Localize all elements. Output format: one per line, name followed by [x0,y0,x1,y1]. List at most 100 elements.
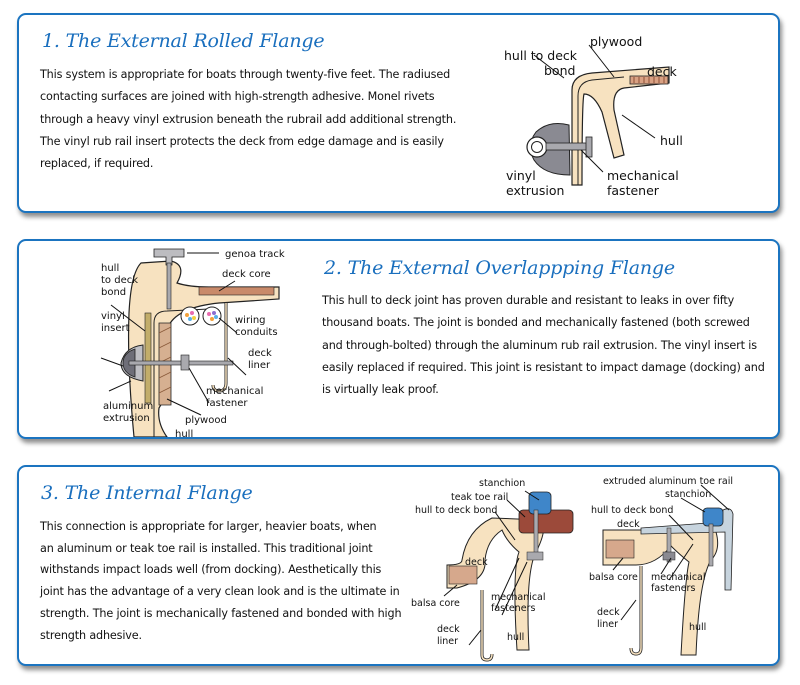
label-hull: hull [507,632,524,643]
label-bond: bond [544,63,575,78]
label-vinyl: vinyl [506,168,536,183]
fastener-nut [526,551,544,561]
genoa-track [153,248,185,266]
body-line: contacting surfaces are joined with high… [40,90,435,104]
body-line: thousand boats. The joint is bonded and … [322,316,750,330]
section-title: 2. The External Overlappping Flange [324,257,675,279]
label-fastener: fastener [206,398,248,409]
body-line: This system is appropriate for boats thr… [40,68,451,81]
label-hull: hull [101,263,119,274]
label-deck: deck [248,348,272,359]
rivet-head [585,136,593,158]
label-liner: liner [437,636,458,647]
label-plywood: plywood [590,34,642,49]
rolled-flange-diagram: plywood hull to deck bond deck hull viny… [504,34,683,198]
label-mechanical: mechanical [651,572,706,583]
body-line: strength. The joint is mechanically fast… [40,606,402,620]
section-body: This hull to deck joint has proven durab… [322,290,765,401]
label-fastener: fastener [607,183,660,198]
label-stanchion: stanchion [479,478,525,489]
fastener-bolt [533,509,539,559]
laminate-shape [571,66,670,186]
label-liner: liner [597,619,618,630]
body-line: an aluminum or teak toe rail is installe… [40,541,373,555]
label-mechanical: mechanical [206,386,263,397]
body-line: This connection is appropriate for large… [40,520,377,533]
balsa-core [448,565,478,585]
label-deck-liner-1: deck [597,607,620,618]
hull-inner-line [577,76,625,185]
plywood-hatch [633,77,665,83]
body-line: easily replaced if required. This joint … [322,360,765,374]
vinyl-insert-inner [531,141,543,153]
label-hull-to-deck: hull to deck [504,48,578,63]
fastener-nut [662,551,676,561]
wires [185,311,218,321]
genoa-bolt [166,262,172,310]
laminate-shape [602,529,719,656]
label-extrusion: extrusion [103,413,150,424]
label-vinyl: vinyl [101,311,125,322]
label-liner: liner [248,360,271,371]
section-body: This connection is appropriate for large… [40,516,402,646]
body-line: is virtually leak proof. [322,383,439,397]
deck-core [198,286,275,296]
vinyl-insert [526,136,548,158]
body-line: strength adhesive. [40,628,142,642]
bond-strip [144,312,152,404]
deck-liner-fill [630,566,642,655]
label-stanchion: stanchion [665,489,711,500]
label-hull-to-deck-bond: hull to deck bond [591,505,673,516]
label-deck-liner-1: deck [437,624,460,635]
label-mechanical: mechanical [491,592,546,603]
label-teak-toe-rail: teak toe rail [451,492,508,503]
label-hull: hull [660,133,683,148]
balsa-core [605,539,635,559]
body-line: through a heavy vinyl extrusion beneath … [40,112,457,126]
label-conduits: conduits [235,327,278,338]
label-plywood: plywood [185,415,227,426]
bolt-nut [180,354,190,371]
body-line: This hull to deck joint has proven durab… [322,294,735,307]
label-hull: hull [689,622,706,633]
label-aluminum: aluminum [103,401,153,412]
deck-liner-fill [212,303,227,392]
section-title: 1. The External Rolled Flange [42,30,325,52]
rivet [545,142,591,151]
body-line: The vinyl rub rail insert protects the d… [40,134,444,148]
leader-lines [533,44,656,173]
label-extruded-aluminum-toe-rail: extruded aluminum toe rail [603,476,733,487]
overlapping-flange-diagram: genoa track hull to deck bond deck core … [100,248,285,437]
label-fasteners: fasteners [651,583,695,594]
fastener-bolt-1 [708,523,714,567]
section-external-overlapping-flange: genoa track hull to deck bond deck core … [17,239,780,439]
conduit-2 [202,306,222,326]
leader-lines [612,484,730,621]
deck-liner-fill [481,590,493,661]
body-line: joint has the advantage of a very clean … [40,585,400,599]
label-deck: deck [465,557,488,568]
section-title: 3. The Internal Flange [41,482,253,504]
inner-line [153,308,210,437]
label-fasteners: fasteners [491,603,535,614]
label-balsa-core: balsa core [589,572,638,583]
stanchion [702,507,724,527]
label-deck-core: deck core [222,269,271,280]
body-line: withstands impact loads well (from docki… [40,563,382,577]
aluminum-toe-rail-diagram: extruded aluminum toe rail stanchion hul… [589,476,734,656]
leader-lines [443,490,540,646]
section-body: This system is appropriate for boats thr… [40,64,456,175]
label-to-deck: to deck [101,275,138,286]
section-internal-flange: 3. The Internal Flange This connection i… [17,465,780,666]
label-mechanical: mechanical [607,168,679,183]
label-wiring: wiring [235,315,266,326]
label-extrusion: extrusion [506,183,564,198]
teak-toe-rail-diagram: stanchion teak toe rail hull to deck bon… [411,478,574,662]
section-external-rolled-flange: 1. The External Rolled Flange This syste… [17,13,780,213]
label-insert: insert [101,323,130,334]
label-genoa-track: genoa track [225,249,285,260]
label-hull-to-deck-bond: hull to deck bond [415,505,497,516]
label-bond: bond [101,287,126,298]
body-line: replaced, if required. [40,157,154,171]
body-line: and through-bolted) through the aluminum… [322,338,757,352]
